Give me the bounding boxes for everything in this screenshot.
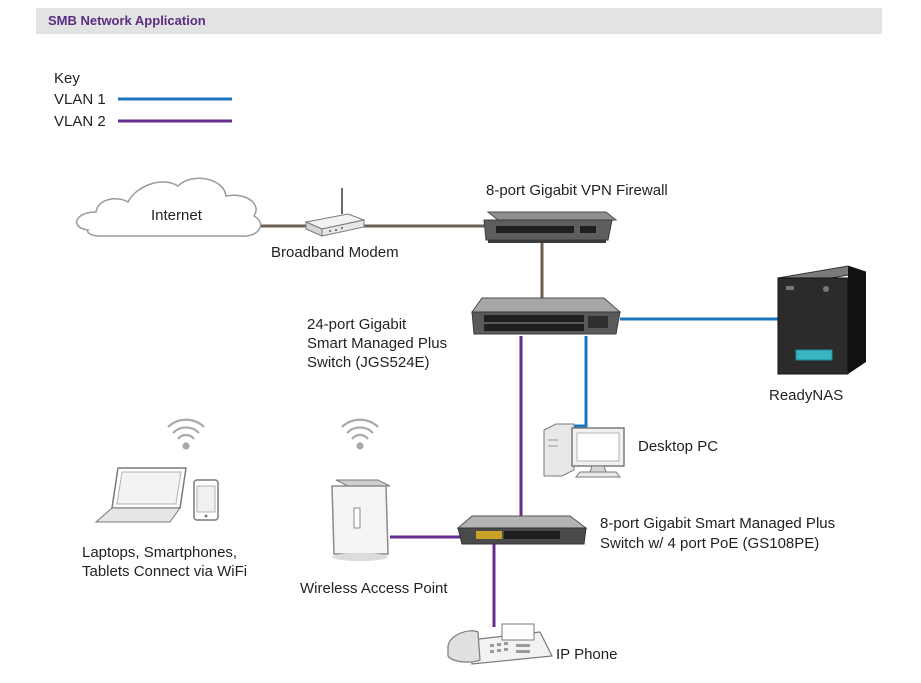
connection-lines — [258, 224, 778, 627]
clients-label-line2: Tablets Connect via WiFi — [82, 563, 248, 580]
switch8-label-line2: Switch w/ 4 port PoE (GS108PE) — [600, 535, 820, 552]
wifi-icon — [341, 418, 379, 450]
switch24-label-line1: 24-port Gigabit — [307, 316, 407, 333]
laptop-icon — [94, 467, 187, 523]
wifi-icon — [167, 418, 205, 450]
internet-label: Internet — [151, 207, 202, 224]
key-vlan2-label: VLAN 2 — [54, 113, 106, 130]
wap-icon — [331, 479, 391, 561]
smartphone-icon — [193, 479, 219, 521]
readynas-icon — [777, 265, 867, 375]
internet-cloud-icon — [76, 177, 262, 237]
modem-icon — [304, 188, 366, 237]
switch24-label-line2: Smart Managed Plus — [307, 335, 448, 352]
ip-phone-icon — [447, 623, 553, 665]
firewall-icon — [483, 211, 618, 243]
modem-label: Broadband Modem — [271, 244, 399, 261]
desktop-pc-icon — [543, 423, 625, 478]
ip-phone-label: IP Phone — [556, 646, 618, 663]
switch24-label-line3: Switch (JGS524E) — [307, 354, 430, 371]
clients-label-line1: Laptops, Smartphones, — [82, 544, 238, 561]
switch8-icon — [456, 515, 588, 545]
desktop-pc-label: Desktop PC — [638, 438, 719, 455]
firewall-label: 8-port Gigabit VPN Firewall — [486, 182, 668, 199]
key-title: Key — [54, 70, 80, 87]
switch24-icon — [471, 297, 622, 335]
section-title: SMB Network Application — [48, 13, 206, 28]
section-header: SMB Network Application — [36, 8, 882, 34]
switch8-label-line1: 8-port Gigabit Smart Managed Plus — [600, 515, 836, 532]
link-switch24-desktop — [574, 336, 588, 428]
key-vlan1-label: VLAN 1 — [54, 91, 106, 108]
wap-label: Wireless Access Point — [300, 580, 448, 597]
readynas-label: ReadyNAS — [769, 387, 844, 404]
